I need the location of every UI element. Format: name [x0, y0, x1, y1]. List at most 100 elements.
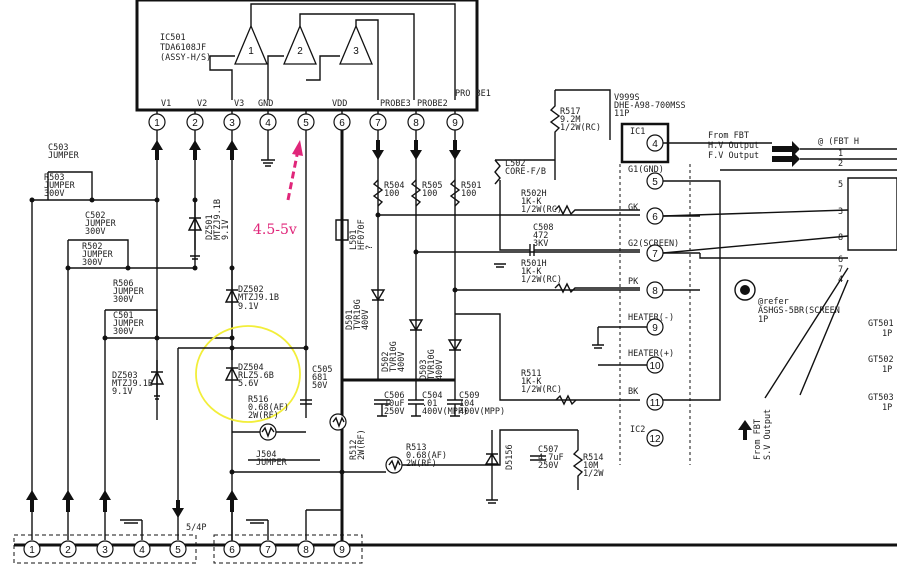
ic501-pin-5: 5 [297, 113, 315, 131]
svg-text:7: 7 [265, 545, 271, 556]
svg-text:2: 2 [65, 545, 71, 556]
svg-text:7: 7 [652, 249, 658, 260]
connector-pin-1: 1 [23, 540, 41, 558]
label-c502: C502 JUMPER 300V [85, 211, 117, 237]
svg-text:2W(RF): 2W(RF) [357, 429, 367, 460]
socket-pin-12: 12 [646, 429, 664, 447]
svg-text:R517: R517 [560, 107, 580, 117]
ic501-pin-9: 9 [446, 113, 464, 131]
svg-text:3: 3 [102, 545, 108, 556]
connector-pin-6: 6 [223, 540, 241, 558]
svg-text:100: 100 [384, 189, 399, 199]
svg-text:MTZJ9.1B: MTZJ9.1B [112, 379, 153, 389]
svg-text:4.7uF: 4.7uF [538, 453, 564, 463]
svg-text:681: 681 [312, 373, 327, 383]
svg-text:HF070F: HF070F [357, 219, 367, 250]
capacitor-c509: C509 104 400V(MPP) [447, 391, 505, 417]
ic501-block: IC501 TDA6108JF (ASSY-H/S) 1 2 3 V1 V2 V… [135, 0, 491, 112]
svg-text:1P: 1P [882, 365, 892, 375]
zener-dz504: DZ504 RLZ5.6B 5.6V [224, 363, 274, 389]
svg-text:9: 9 [339, 545, 345, 556]
svg-text:JUMPER: JUMPER [113, 319, 145, 329]
svg-text:R502H: R502H [521, 189, 547, 199]
svg-text:JUMPER: JUMPER [256, 458, 288, 468]
label-r506: R506 JUMPER 300V [113, 279, 145, 305]
ic501-pin-label-4: GND [258, 99, 273, 109]
svg-text:2: 2 [192, 118, 198, 129]
svg-text:6: 6 [339, 118, 345, 129]
amp-wire [267, 55, 284, 100]
svg-text:100: 100 [422, 189, 437, 199]
svg-text:5: 5 [303, 118, 309, 129]
svg-text:D503: D503 [419, 360, 429, 380]
socket-pin-7: 7 [646, 244, 664, 262]
svg-text:300V: 300V [113, 295, 133, 305]
svg-text:1: 1 [838, 149, 843, 159]
bottom-connector: 5/4P 1 2 3 4 5 6 7 8 9 [13, 490, 897, 564]
svg-text:8: 8 [838, 233, 843, 243]
svg-text:11P: 11P [614, 109, 629, 119]
diode-d504: D5156 [484, 430, 515, 504]
svg-text:1: 1 [154, 118, 160, 129]
svg-text:12: 12 [649, 434, 661, 445]
svg-text:R512: R512 [349, 440, 359, 460]
svg-text:100: 100 [461, 189, 476, 199]
ic501-pin-2: 2 [186, 113, 204, 131]
svg-text:2: 2 [838, 159, 843, 169]
diode-d503: D503 TVR10G 400V [419, 339, 463, 380]
svg-text:8: 8 [303, 545, 309, 556]
ic501-pin-label-2: V2 [197, 99, 207, 109]
svg-text:DZ504: DZ504 [238, 363, 264, 373]
ic501-pin-label-3: V3 [234, 99, 244, 109]
svg-text:3: 3 [229, 118, 235, 129]
resistor-r502h: R502H 1K-K 1/2W(RC) [521, 189, 640, 216]
ic501-body [135, 0, 479, 112]
svg-text:IC1: IC1 [630, 127, 645, 137]
amp-wire [355, 19, 379, 100]
svg-text:2W(RF): 2W(RF) [406, 459, 437, 469]
socket-pin-4: 4 [646, 134, 664, 152]
highlight-ring [195, 325, 301, 423]
arrow-down-icon [372, 140, 384, 160]
svg-text:8: 8 [413, 118, 419, 129]
svg-text:1/2W(RC): 1/2W(RC) [521, 205, 562, 215]
arrow-right-icon [772, 141, 800, 157]
svg-text:R505: R505 [422, 181, 442, 191]
amp-1: 1 [234, 24, 268, 65]
svg-text:JUMPER: JUMPER [44, 181, 76, 191]
svg-text:7: 7 [375, 118, 381, 129]
svg-text:R501H: R501H [521, 259, 547, 269]
svg-text:9.1V: 9.1V [112, 387, 132, 397]
svg-text:D502: D502 [381, 352, 391, 372]
amp-wire [299, 13, 415, 100]
svg-text:1P: 1P [882, 403, 892, 413]
socket-pin-11: 11 [646, 393, 664, 411]
ic501-part: TDA6108JF [160, 43, 206, 53]
connector-pin-4: 4 [133, 540, 151, 558]
svg-text:400V: 400V [435, 360, 445, 380]
capacitor-c505: C505 681 50V [300, 365, 332, 405]
resistor-r513: R513 0.68(AF) 2W(RF) [342, 429, 578, 474]
svg-text:5: 5 [175, 545, 181, 556]
svg-text:C502: C502 [85, 211, 105, 221]
voltage-text: 4.5-5v [253, 222, 297, 238]
svg-text:9.2M: 9.2M [560, 115, 580, 125]
svg-text:C509: C509 [459, 391, 479, 401]
svg-text:C504: C504 [422, 391, 442, 401]
svg-text:9: 9 [452, 118, 458, 129]
capacitor-c507: C507 4.7uF 250V [530, 445, 564, 471]
svg-text:C506: C506 [384, 391, 404, 401]
ic501-pin-label-1: V1 [161, 99, 171, 109]
svg-text:GT501: GT501 [868, 319, 894, 329]
svg-text:9: 9 [652, 323, 658, 334]
svg-text:6: 6 [229, 545, 235, 556]
label-r503: R503 JUMPER 300V [44, 173, 76, 199]
right-connector: 5 3 8 6 7 4 [662, 177, 897, 399]
resistor-r501h: R501H 1K-K 1/2W(RC) [521, 259, 640, 294]
svg-text:472: 472 [533, 231, 548, 241]
svg-text:J504: J504 [256, 450, 276, 460]
ic501-pin-8: 8 [407, 113, 425, 131]
svg-text:L502: L502 [505, 159, 525, 169]
resistor-r512: R512 2W(RF) [329, 413, 367, 460]
svg-text:10uF: 10uF [384, 399, 404, 409]
